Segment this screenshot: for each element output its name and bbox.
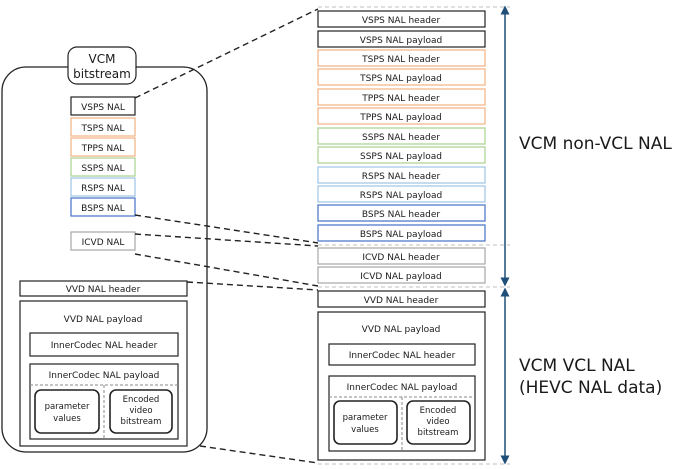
right-parameter-values-box	[333, 400, 398, 445]
left-vvd-payload-label: VVD NAL payload	[64, 315, 143, 325]
row-tsps-payload	[317, 68, 486, 86]
left-nal-rsps-label: RSPS NAL	[81, 184, 125, 194]
row-tpps-payload-label: TPPS NAL payload	[359, 113, 441, 123]
left-nal-tsps	[70, 117, 136, 137]
right-parameter-values-line1: parameter	[343, 413, 388, 423]
left-nal-tpps-label: TPPS NAL	[81, 144, 125, 154]
left-encoded-video-line2: video	[129, 406, 152, 416]
right-parameter-values-line2: values	[351, 425, 379, 435]
row-ssps-payload	[317, 146, 486, 164]
row-vsps-payload-label: VSPS NAL payload	[360, 36, 442, 46]
row-icvd-payload	[317, 266, 486, 284]
row-bsps-payload-label: BSPS NAL payload	[360, 230, 442, 240]
row-ssps-header	[317, 127, 486, 145]
left-encoded-video-box	[109, 389, 173, 434]
left-nal-icvd-label: ICVD NAL	[82, 238, 125, 248]
left-inner-header-label: InnerCodec NAL header	[51, 341, 158, 351]
vcm-bitstream-title-line1: VCM	[89, 52, 116, 66]
row-bsps-payload	[317, 224, 486, 242]
right-encoded-video-line3: bitstream	[418, 428, 459, 438]
row-tsps-header-label: TSPS NAL header	[361, 55, 440, 65]
expanded-rows: VSPS NAL header VSPS NAL payload TSPS NA…	[317, 10, 486, 284]
left-nal-vsps	[70, 96, 136, 116]
row-rsps-header-label: RSPS NAL header	[362, 172, 441, 182]
right-inner-header-box	[328, 343, 476, 366]
vcl-nal-label-line2: (HEVC NAL data)	[519, 378, 662, 398]
left-nal-vsps-label: VSPS NAL	[81, 103, 125, 113]
row-tsps-header	[317, 49, 486, 67]
left-nal-bsps	[70, 197, 136, 217]
zoom-connectors	[134, 8, 319, 464]
row-ssps-header-label: SSPS NAL header	[362, 133, 440, 143]
right-vvd-payload-label: VVD NAL payload	[362, 325, 441, 335]
right-inner-header-label: InnerCodec NAL header	[349, 351, 456, 361]
row-icvd-payload-label: ICVD NAL payload	[360, 272, 441, 282]
row-vsps-header	[317, 10, 486, 28]
right-encoded-video-line2: video	[426, 417, 449, 427]
left-nal-list: VSPS NAL TSPS NAL TPPS NAL SSPS NAL RSPS…	[70, 96, 136, 251]
vcl-nal-label-line1: VCM VCL NAL	[519, 356, 635, 376]
connector-icvd-top	[134, 233, 319, 247]
row-vsps-payload	[317, 30, 486, 48]
row-tsps-payload-label: TSPS NAL payload	[359, 74, 442, 84]
left-vvd-header-label: VVD NAL header	[66, 285, 141, 295]
non-vcl-nal-label: VCM non-VCL NAL	[519, 134, 672, 154]
right-vvd-header-box	[317, 290, 486, 308]
connector-bsps	[134, 214, 319, 244]
left-nal-tsps-label: TSPS NAL	[80, 124, 124, 134]
left-nal-bsps-label: BSPS NAL	[81, 204, 125, 214]
vcm-bitstream-title-line2: bitstream	[73, 67, 131, 81]
row-bsps-header-label: BSPS NAL header	[362, 210, 441, 220]
row-tpps-header-label: TPPS NAL header	[361, 94, 440, 104]
left-nal-icvd	[70, 231, 136, 251]
left-encoded-video-line3: bitstream	[121, 417, 162, 427]
row-icvd-header-label: ICVD NAL header	[362, 253, 440, 263]
connector-vvd-bottom	[199, 445, 319, 464]
connector-vsps	[134, 8, 319, 99]
left-inner-payload-label: InnerCodec NAL payload	[49, 371, 160, 381]
row-icvd-header	[317, 247, 486, 265]
row-rsps-header	[317, 166, 486, 184]
right-vvd-header-label: VVD NAL header	[364, 296, 439, 306]
left-nal-ssps	[70, 157, 136, 177]
left-parameter-values-box	[34, 389, 100, 434]
left-inner-header-box	[29, 332, 179, 357]
row-ssps-payload-label: SSPS NAL payload	[360, 152, 442, 162]
left-vvd-header-box	[19, 280, 188, 297]
right-encoded-video-box	[406, 400, 471, 445]
row-rsps-payload-label: RSPS NAL payload	[360, 191, 443, 201]
left-nal-ssps-label: SSPS NAL	[81, 164, 124, 174]
row-rsps-payload	[317, 185, 486, 203]
row-tpps-payload	[317, 107, 486, 125]
right-inner-payload-label: InnerCodec NAL payload	[347, 383, 458, 393]
left-nal-rsps	[70, 177, 136, 197]
left-parameter-values-line2: values	[53, 414, 81, 424]
row-bsps-header	[317, 204, 486, 222]
connector-vvd-top	[186, 281, 319, 291]
left-parameter-values-line1: parameter	[45, 402, 90, 412]
row-vsps-header-label: VSPS NAL header	[362, 16, 441, 26]
connector-icvd-bottom	[134, 253, 319, 287]
left-encoded-video-line1: Encoded	[123, 395, 160, 405]
left-nal-tpps	[70, 137, 136, 157]
vcm-bitstream-title-box	[67, 46, 137, 85]
right-encoded-video-line1: Encoded	[420, 406, 457, 416]
row-tpps-header	[317, 88, 486, 106]
